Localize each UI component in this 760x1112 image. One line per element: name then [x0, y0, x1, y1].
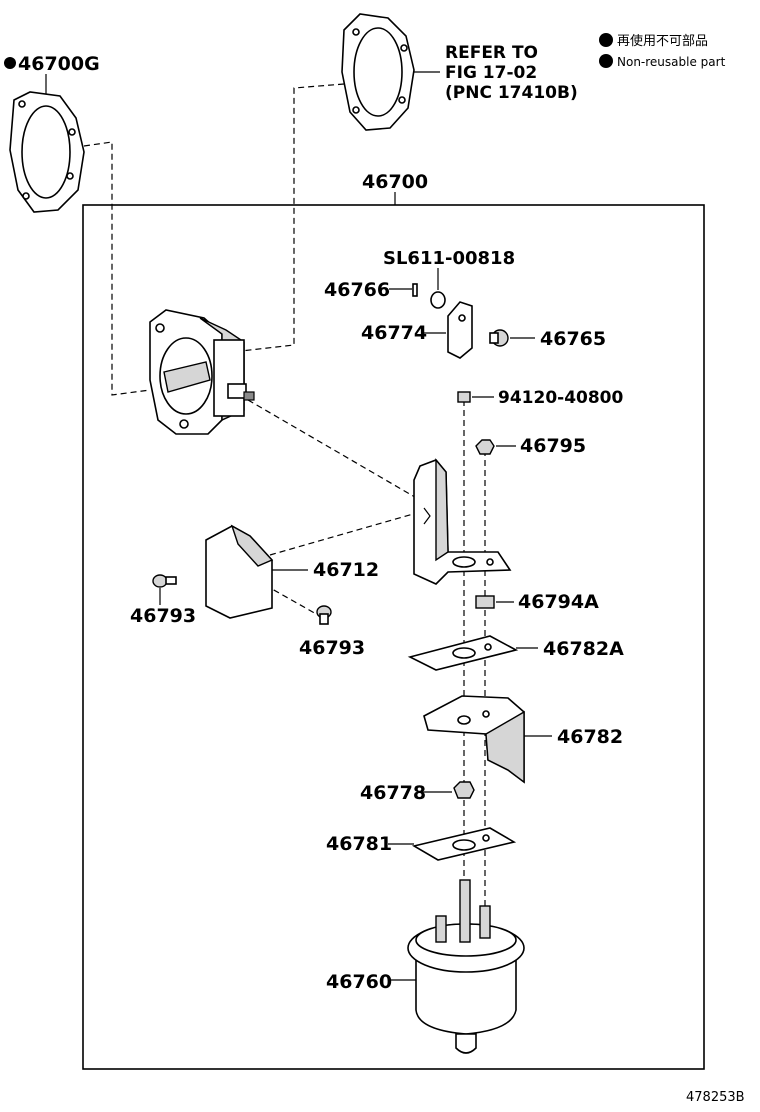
assembly-frame: [82, 204, 705, 1070]
valve-shaft-boss: [227, 383, 247, 399]
lever-46774: [447, 301, 473, 359]
part-94120: 94120-40800: [457, 388, 624, 408]
label-46794a: 46794A: [518, 591, 599, 613]
ref-gasket-bolt-hole: [400, 44, 408, 52]
shield-hole: [457, 715, 471, 725]
actuator-nipple: [455, 1033, 477, 1054]
bracket-hole: [452, 556, 476, 568]
collar-46794a: [475, 595, 495, 609]
part-46766: 46766: [324, 279, 418, 301]
label-46700: 46700: [362, 171, 428, 193]
legend-dot-2: [599, 54, 613, 68]
part-sl611: SL611-00818: [383, 248, 515, 309]
label-sl611: SL611-00818: [383, 248, 515, 269]
plate-46781-hole: [452, 839, 476, 851]
referenced-gasket: [341, 13, 415, 131]
dash-gasket-to-body: [83, 141, 151, 396]
part-46765: 46765: [489, 328, 606, 350]
gasket-bolt-hole: [68, 128, 76, 136]
label-46793-left: 46793: [130, 605, 196, 627]
refer-note: REFER TO FIG 17-02 (PNC 17410B): [410, 43, 578, 103]
part-46794a: 46794A: [475, 591, 599, 613]
screw-head: [152, 574, 168, 588]
bracket-small-hole: [486, 558, 494, 566]
pin-46766: [412, 283, 418, 297]
label-46700g: 46700G: [18, 53, 100, 75]
part-46781: 46781: [326, 827, 517, 861]
shield-46782-side: [485, 710, 525, 784]
ref-gasket-bolt-hole: [352, 28, 360, 36]
gasket-bolt-hole: [66, 172, 74, 180]
cover-46712: 46712: [205, 524, 379, 619]
lever-hole: [458, 314, 466, 322]
refer-line-3: (PNC 17410B): [445, 83, 578, 103]
label-46793-right: 46793: [299, 637, 365, 659]
screw-46793-left: 46793: [130, 574, 196, 627]
gasket-bolt-hole: [18, 100, 26, 108]
actuator-stud: [479, 905, 491, 939]
dash-refgasket-to-body: [231, 83, 345, 353]
screw-46793-right: 46793: [299, 605, 365, 659]
non-reusable-dot: [4, 57, 16, 69]
body-bolt-hole: [179, 419, 189, 429]
screw-shank: [319, 613, 329, 625]
gasket-46700g: 46700G: [4, 53, 100, 213]
assembly-46700: 46700: [82, 171, 705, 1070]
valve-body: [149, 309, 255, 435]
screw-shank: [165, 576, 177, 585]
plate-46781-small-hole: [482, 834, 490, 842]
label-46781: 46781: [326, 833, 392, 855]
bracket-detail: [423, 507, 431, 525]
ref-gasket-bolt-hole: [398, 96, 406, 104]
label-46774: 46774: [361, 322, 427, 344]
actuator-rod: [459, 879, 471, 943]
ref-gasket-hole: [353, 27, 403, 117]
refer-line-1: REFER TO: [445, 43, 538, 63]
bolt-shank-46765: [489, 332, 499, 344]
legend-text-en: Non-reusable part: [617, 55, 726, 69]
label-94120: 94120-40800: [498, 388, 624, 408]
butterfly-plate: [163, 361, 211, 393]
label-46778: 46778: [360, 782, 426, 804]
nut-46778: [453, 781, 475, 799]
cover-top: [230, 524, 274, 567]
label-46795: 46795: [520, 435, 586, 457]
legend-dot-1: [599, 33, 613, 47]
body-bolt-hole: [155, 323, 165, 333]
dash-cover-to-screw: [264, 584, 319, 616]
label-46712: 46712: [313, 559, 379, 581]
label-46766: 46766: [324, 279, 390, 301]
label-46760: 46760: [326, 971, 392, 993]
part-46778: 46778: [360, 781, 475, 804]
legend-text-jp: 再使用不可部品: [617, 33, 708, 49]
shield-small-hole: [482, 710, 490, 718]
part-46782: 46782: [423, 695, 623, 784]
bracket: [413, 458, 512, 585]
refer-line-2: FIG 17-02: [445, 63, 537, 83]
valve-shaft-tip: [243, 391, 255, 401]
part-46782a: 46782A: [407, 635, 624, 671]
valve-body-block: [213, 339, 245, 417]
plate-46782a-small-hole: [484, 643, 492, 651]
label-46782: 46782: [557, 726, 623, 748]
washer-sl611: [430, 291, 446, 309]
nut-94120: [457, 391, 471, 403]
actuator-stud: [435, 915, 447, 943]
gasket-hole: [21, 105, 71, 199]
dash-shaft-to-bracket: [247, 399, 421, 501]
gasket-bolt-hole: [22, 192, 30, 200]
legend: 再使用不可部品 Non-reusable part: [599, 33, 726, 69]
ref-gasket-bolt-hole: [352, 106, 360, 114]
label-46782a: 46782A: [543, 638, 624, 660]
label-46765: 46765: [540, 328, 606, 350]
part-46795: 46795: [475, 435, 586, 457]
plate-46782a-hole: [452, 647, 476, 659]
nut-46795: [475, 439, 495, 455]
part-46774: 46774: [361, 301, 473, 359]
bracket-side: [435, 458, 449, 562]
part-46760: 46760: [326, 879, 525, 1054]
figure-id: 478253B: [686, 1090, 745, 1105]
dash-cover-to-bracket: [269, 511, 421, 556]
